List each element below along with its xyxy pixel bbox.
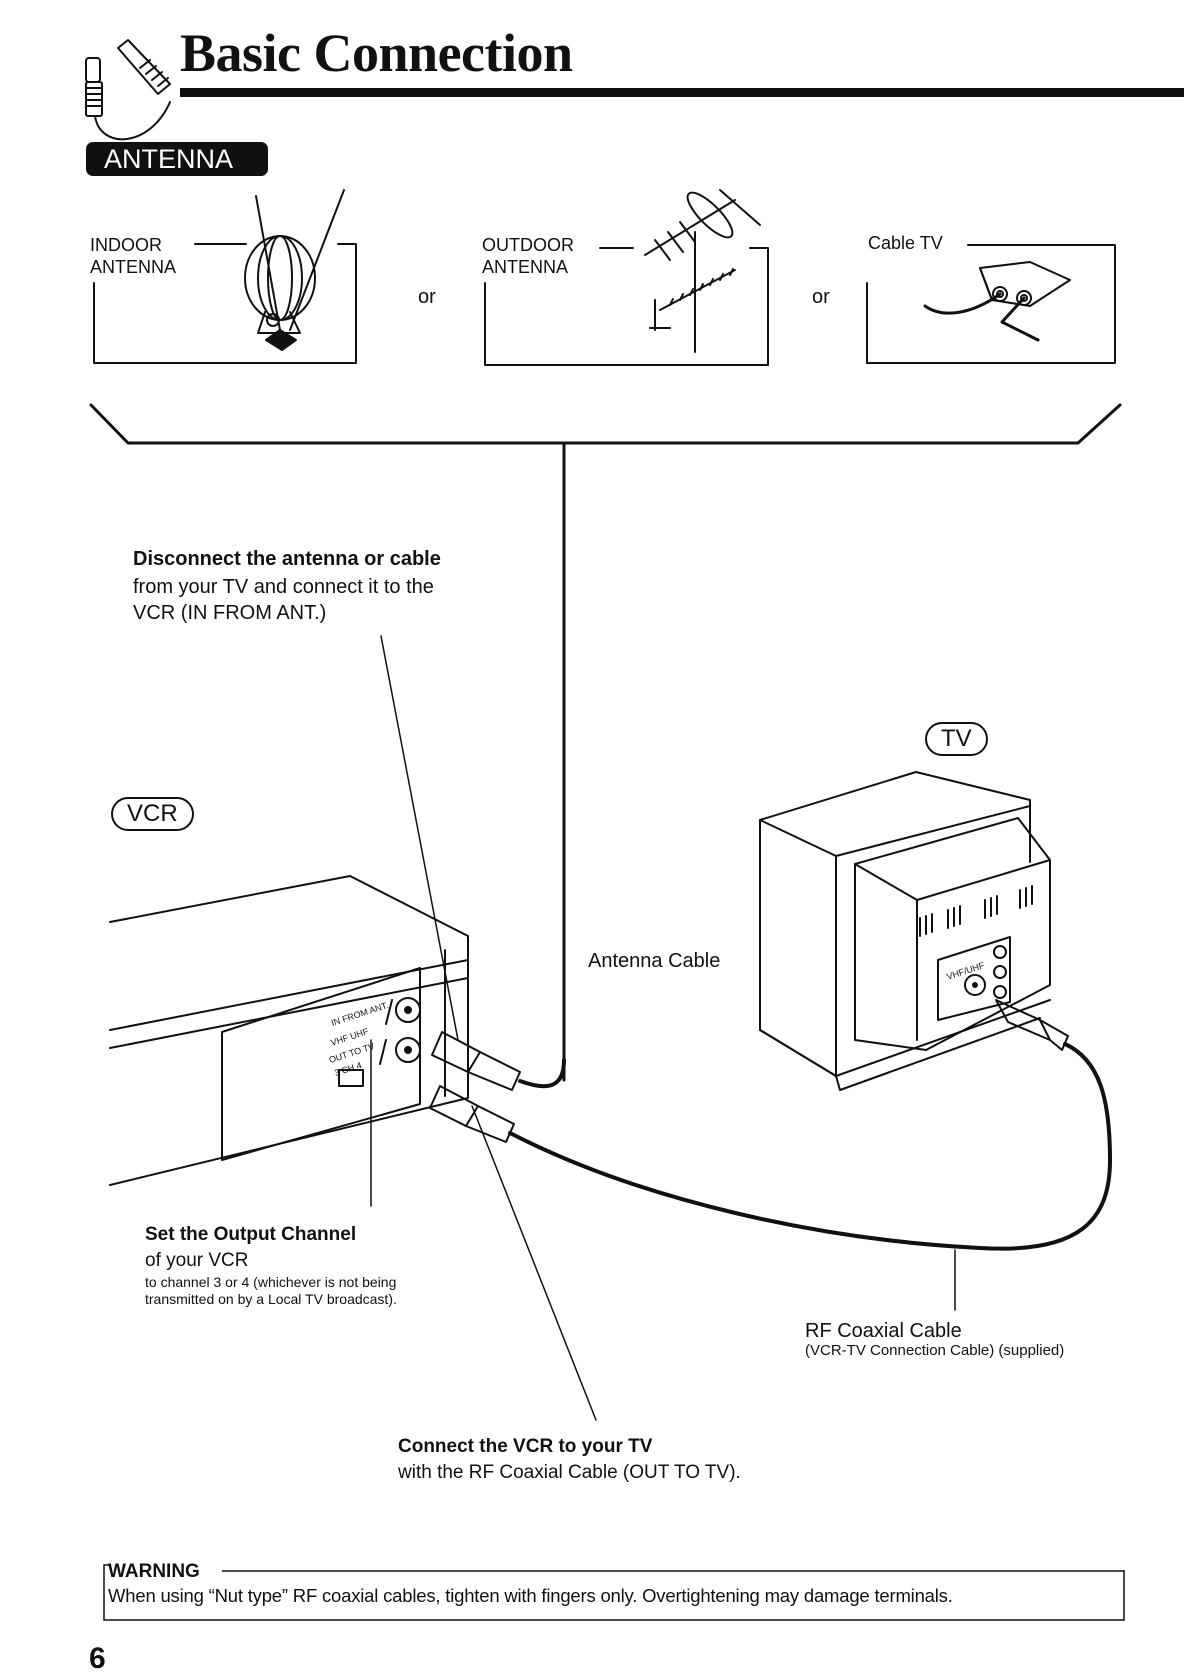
step-disconnect-line2: VCR (IN FROM ANT.) [133, 602, 327, 624]
cable-tv-box-illustration [866, 244, 1116, 364]
step-connect-heading: Connect the VCR to your TV [398, 1436, 653, 1457]
source-bracket [89, 403, 1122, 1082]
vcr-illustration [109, 875, 469, 1186]
step-connect-line1: with the RF Coaxial Cable (OUT TO TV). [398, 1462, 741, 1483]
rf-cable-label: RF Coaxial Cable [805, 1320, 962, 1342]
step-output-heading: Set the Output Channel [145, 1224, 357, 1245]
separator-or-1: or [418, 286, 436, 308]
page-title: Basic Connection [180, 23, 573, 83]
indoor-antenna-label-1: INDOOR [90, 235, 162, 255]
indoor-antenna-illustration [93, 189, 357, 364]
antenna-cable-label: Antenna Cable [588, 950, 721, 972]
outdoor-antenna-label-1: OUTDOOR [482, 235, 574, 255]
outdoor-antenna-illustration [484, 189, 769, 366]
separator-or-2: or [812, 286, 830, 308]
step-output-note1: to channel 3 or 4 (whichever is not bein… [145, 1274, 397, 1290]
section-badge: ANTENNA [86, 142, 268, 176]
vcr-label: VCR [111, 797, 194, 831]
step-disconnect-line1: from your TV and connect it to the [133, 576, 434, 598]
warning-text: When using “Nut type” RF coaxial cables,… [108, 1585, 953, 1606]
step-output-note2: transmitted on by a Local TV broadcast). [145, 1291, 397, 1307]
title-rule [180, 88, 1184, 97]
tv-illustration [759, 771, 1069, 1091]
warning-title: WARNING [108, 1561, 200, 1582]
rf-cable-note: (VCR-TV Connection Cable) (supplied) [805, 1342, 1065, 1359]
vcr-cable-connectors [429, 1031, 1112, 1251]
outdoor-antenna-label-2: ANTENNA [482, 257, 569, 277]
step-disconnect-heading: Disconnect the antenna or cable [133, 548, 441, 570]
page-number: 6 [89, 1642, 106, 1675]
step-output-line1: of your VCR [145, 1250, 249, 1271]
tv-label: TV [925, 722, 988, 756]
cable-tv-label: Cable TV [868, 233, 943, 253]
coaxial-plug-icon [85, 39, 171, 141]
indoor-antenna-label-2: ANTENNA [90, 257, 177, 277]
